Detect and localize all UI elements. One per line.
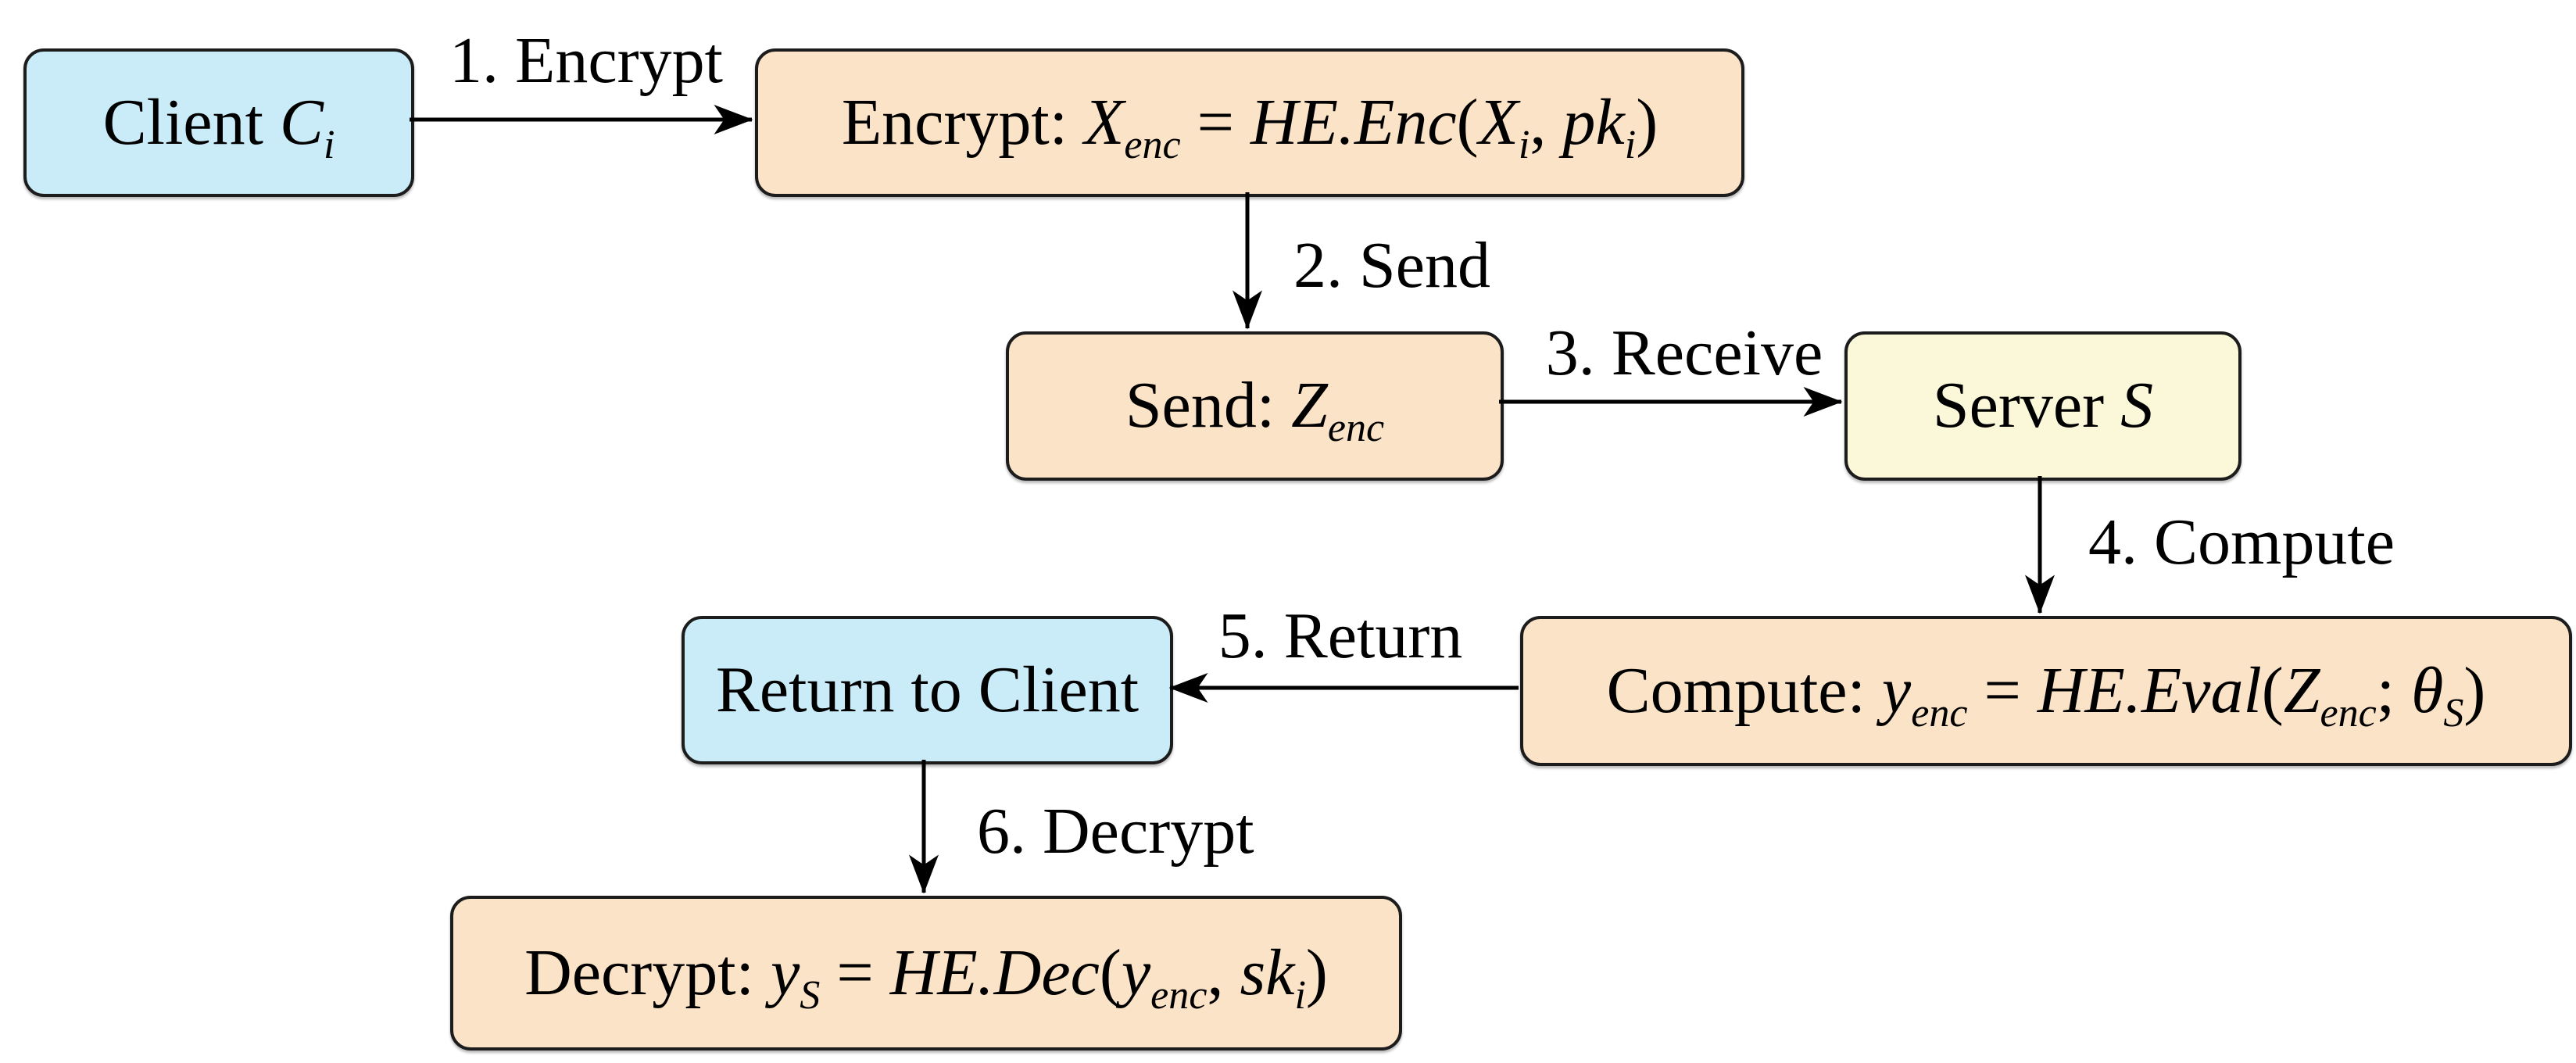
edge-label-1-encrypt: 1. Encrypt	[449, 24, 723, 97]
node-server-label: Server S	[1932, 369, 2154, 442]
node-compute-label: Compute: yenc = HE.Eval(Zenc; θS)	[1606, 653, 2486, 736]
node-decrypt-label: Decrypt: yS = HE.Dec(yenc, ski)	[524, 936, 1328, 1018]
node-send: Send: Zenc	[1006, 331, 1504, 481]
node-server: Server S	[1844, 331, 2241, 481]
node-decrypt: Decrypt: yS = HE.Dec(yenc, ski)	[450, 896, 1402, 1050]
edge-label-6-decrypt: 6. Decrypt	[977, 795, 1254, 868]
node-encrypt: Encrypt: Xenc = HE.Enc(Xi, pki)	[755, 48, 1744, 197]
edge-label-5-return: 5. Return	[1218, 600, 1463, 672]
node-return-to-client: Return to Client	[682, 616, 1173, 764]
edge-label-4-compute: 4. Compute	[2088, 506, 2395, 578]
node-client-label: Client Ci	[102, 85, 335, 167]
edge-label-3-receive: 3. Receive	[1545, 317, 1823, 389]
node-client: Client Ci	[23, 48, 414, 197]
node-encrypt-label: Encrypt: Xenc = HE.Enc(Xi, pki)	[841, 85, 1658, 167]
node-send-label: Send: Zenc	[1125, 369, 1385, 451]
node-return-to-client-label: Return to Client	[715, 653, 1140, 726]
node-compute: Compute: yenc = HE.Eval(Zenc; θS)	[1520, 616, 2572, 766]
edge-label-2-send: 2. Send	[1293, 229, 1490, 302]
